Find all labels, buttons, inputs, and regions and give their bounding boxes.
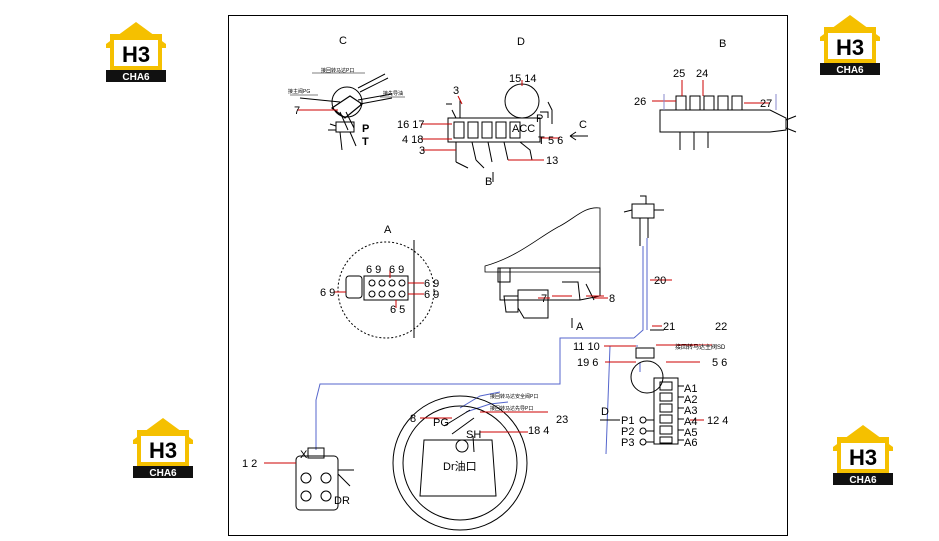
logo: H3 CHA6 <box>131 416 195 479</box>
view-c-label: C <box>339 35 347 47</box>
d-part-3-bottom: 3 <box>419 145 425 157</box>
d-part-15-14: 15 14 <box>509 73 537 85</box>
main-part-22: 22 <box>715 321 727 333</box>
logo-text-bottom: CHA6 <box>122 72 150 82</box>
c-t-port: T <box>362 136 369 148</box>
a-label-4: 6 9 <box>424 289 439 301</box>
d-t-port: T <box>538 135 545 147</box>
logo: H3 CHA6 <box>818 13 882 76</box>
pilot-valve <box>623 195 664 246</box>
d-part-3-top: 3 <box>453 85 459 97</box>
port-p1: P1 <box>621 415 634 427</box>
main-part-8: 8 <box>609 293 615 305</box>
main-part-7: 7 <box>541 293 547 305</box>
main-part-19-6: 19 6 <box>577 357 598 369</box>
main-note-valve: 接回转马达主阀SD <box>675 343 726 351</box>
main-part-5-6: 5 6 <box>712 357 727 369</box>
drawing-frame <box>228 15 788 536</box>
c-note-2: 接主阀PG <box>288 88 310 95</box>
c-p-port: P <box>362 123 369 135</box>
port-a6: A6 <box>684 437 697 449</box>
main-marker-d: D <box>601 406 609 418</box>
machine-body <box>484 207 604 328</box>
d-arrow-c: C <box>579 119 587 131</box>
logo-text-bottom: CHA6 <box>836 65 864 75</box>
a-label-3: 6 9 <box>424 278 439 290</box>
motor-note-a: 接回转马达安全阀P口 <box>490 393 538 400</box>
main-marker-a: A <box>576 321 584 333</box>
view-c <box>290 72 405 151</box>
main-part-20: 20 <box>654 275 666 287</box>
swing-motor <box>392 395 548 531</box>
logo-text-top: H3 <box>122 42 150 67</box>
dr-block <box>264 447 354 511</box>
main-part-18-4: 18 4 <box>528 425 549 437</box>
view-d <box>421 80 588 182</box>
b-part-27: 27 <box>760 98 772 110</box>
a-label-7: 6 5 <box>390 304 405 316</box>
motor-note-b: 接回转马达先导P口 <box>490 405 533 412</box>
d-part-4-18: 4 18 <box>402 134 423 146</box>
leader-lines <box>538 279 672 327</box>
motor-dr-port: Dr油口 <box>443 459 477 473</box>
b-part-26: 26 <box>634 96 646 108</box>
port-a3: A3 <box>684 405 697 417</box>
a-label-5: 6 9 <box>320 287 335 299</box>
port-p3: P3 <box>621 437 634 449</box>
port-p2: P2 <box>621 426 634 438</box>
main-part-21: 21 <box>663 321 675 333</box>
logo-text-bottom: CHA6 <box>849 475 877 485</box>
logo: H3 CHA6 <box>104 20 168 83</box>
port-a1: A1 <box>684 383 697 395</box>
c-note-1: 接回转马达P口 <box>321 67 354 74</box>
logo-text-top: H3 <box>836 35 864 60</box>
d-acc: ACC <box>512 123 535 135</box>
view-b <box>652 80 797 150</box>
c-note-3: 接先导油 <box>383 90 403 97</box>
d-part-5-6: 5 6 <box>548 135 563 147</box>
b-part-24: 24 <box>696 68 708 80</box>
logo: H3 CHA6 <box>831 423 895 486</box>
view-a <box>334 240 435 339</box>
main-part-1-2: 1 2 <box>242 458 257 470</box>
port-a2: A2 <box>684 394 697 406</box>
view-b-label: B <box>719 38 726 50</box>
dr-block-x: X <box>300 449 308 461</box>
c-part-7: 7 <box>294 105 300 117</box>
motor-sh: SH <box>466 429 481 441</box>
logo-text-bottom: CHA6 <box>149 468 177 478</box>
motor-pg: PG <box>433 417 449 429</box>
d-part-13: 13 <box>546 155 558 167</box>
dr-block-dr: DR <box>334 495 350 507</box>
b-part-25: 25 <box>673 68 685 80</box>
main-part-12-4: 12 4 <box>707 415 728 427</box>
main-part-11-10: 11 10 <box>573 341 600 353</box>
a-label-2: 6 9 <box>389 264 404 276</box>
logo-text-top: H3 <box>849 445 877 470</box>
main-part-23: 23 <box>556 414 568 426</box>
d-p-port: P <box>536 113 543 125</box>
port-a4: A4 <box>684 416 697 428</box>
multi-valve <box>600 329 712 446</box>
port-a5: A5 <box>684 427 697 439</box>
a-label-1: 6 9 <box>366 264 381 276</box>
view-d-label: D <box>517 36 525 48</box>
logo-text-top: H3 <box>149 438 177 463</box>
d-part-16-17: 16 17 <box>397 119 425 131</box>
main-part-8b: 8 <box>410 413 416 425</box>
view-a-label: A <box>384 224 392 236</box>
d-b-marker: B <box>485 176 492 188</box>
